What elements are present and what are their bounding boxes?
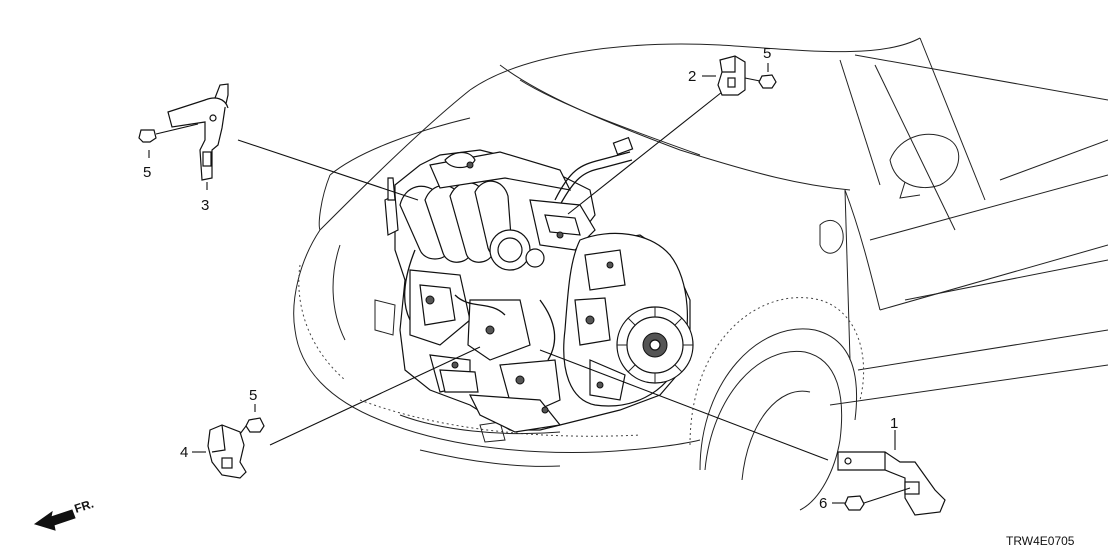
callout-4: 4 [180, 444, 188, 461]
callout-5-upper-left: 5 [143, 164, 151, 181]
bracket-part-3[interactable] [167, 83, 229, 181]
bracket-part-1[interactable] [837, 451, 946, 516]
bracket-part-4[interactable] [207, 424, 247, 479]
arrow-left-icon [33, 509, 76, 531]
front-direction-arrow: FR. [33, 497, 96, 531]
callout-2: 2 [688, 68, 696, 85]
callout-labels: 1 2 3 4 5 5 5 6 [143, 45, 898, 512]
bolt-part-6[interactable] [844, 487, 911, 511]
callout-6: 6 [819, 495, 827, 512]
bolt-part-5-upper-left[interactable] [138, 123, 199, 143]
bracket-part-2[interactable] [717, 55, 746, 96]
callout-5-top: 5 [763, 45, 771, 62]
bolt-part-5-lower-left[interactable] [239, 417, 265, 435]
bolt-part-5-top[interactable] [744, 74, 777, 89]
direction-label: FR. [73, 497, 96, 516]
car-body-outline [293, 37, 1108, 511]
leader-lines [148, 63, 896, 504]
callout-1: 1 [890, 415, 898, 432]
callout-3: 3 [201, 197, 209, 214]
callout-5-lower-left: 5 [249, 387, 257, 404]
diagram-code: TRW4E0705 [1006, 534, 1075, 548]
engine-assembly [384, 136, 694, 433]
